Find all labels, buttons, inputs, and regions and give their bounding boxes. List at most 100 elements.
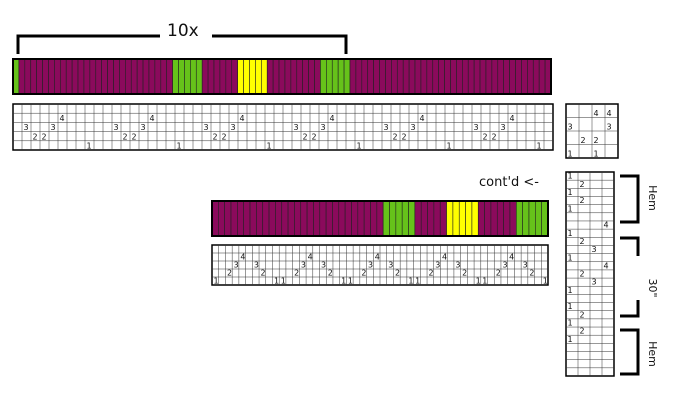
band-stitch (172, 58, 179, 95)
repeat-bracket-right (212, 34, 348, 54)
band-stitch (433, 200, 441, 237)
chart-symbol: 3 (301, 261, 306, 270)
band-stitch (160, 58, 168, 95)
band-stitch (389, 200, 397, 237)
band-stitch (313, 200, 321, 237)
chart-symbol: 2 (222, 132, 227, 141)
band-stitch (414, 200, 422, 237)
band-stitch (458, 200, 466, 237)
chart-symbol: 3 (254, 261, 259, 270)
chart-symbol: 3 (455, 261, 460, 270)
band-stitch (456, 58, 463, 95)
band-stitch (262, 200, 270, 237)
band-stitch (166, 58, 173, 95)
chart-symbol: 2 (529, 269, 534, 278)
band-stitch (213, 58, 221, 95)
band-stitch (515, 200, 523, 237)
band-stitch (219, 58, 227, 95)
chart-symbol: 3 (501, 123, 506, 132)
chart-symbol: 4 (607, 109, 612, 118)
band-stitch (338, 200, 346, 237)
band-stitch (337, 58, 345, 95)
chart-symbol: 1 (537, 142, 542, 151)
chart-symbol: 4 (60, 114, 65, 123)
band-stitch (473, 58, 481, 95)
chart-symbol: 2 (42, 132, 47, 141)
chart-symbol: 3 (523, 261, 528, 270)
band-stitch (503, 58, 510, 95)
band-stitch (77, 58, 85, 95)
chart-symbol: 1 (476, 277, 481, 286)
hem-bottom-bracket (620, 328, 640, 376)
band-stitch (237, 58, 244, 95)
chart-symbol: 4 (509, 253, 514, 262)
band-stitch (89, 58, 97, 95)
band-stitch (130, 58, 138, 95)
band-stitch (471, 200, 479, 237)
chart-symbol: 2 (303, 132, 308, 141)
band-stitch (515, 58, 522, 95)
chart-symbol: 1 (341, 277, 346, 286)
chart-symbol: 2 (261, 269, 266, 278)
band-stitch (184, 58, 191, 95)
chart-symbol: 3 (141, 123, 146, 132)
chart-symbol: 1 (568, 335, 573, 344)
band-stitch (218, 200, 225, 237)
band-stitch (497, 58, 505, 95)
band-stitch (479, 58, 487, 95)
chart-symbol: 3 (388, 261, 393, 270)
band-border (211, 200, 549, 237)
band-stitch (491, 58, 499, 95)
band-stitch (125, 58, 132, 95)
band-stitch (308, 58, 315, 95)
band-stitch (243, 58, 250, 95)
chart-symbol: 4 (150, 114, 155, 123)
band-stitch (484, 200, 492, 237)
chart-symbol: 2 (294, 269, 299, 278)
band-stitch (326, 58, 333, 95)
chart-symbol: 1 (568, 229, 573, 238)
chart-symbol: 2 (580, 237, 585, 246)
band-stitch (376, 200, 384, 237)
band-stitch (370, 200, 378, 237)
chart-symbol: 1 (348, 277, 353, 286)
chart-symbol: 2 (492, 132, 497, 141)
band-stitch (201, 58, 209, 95)
chart-symbol: 4 (420, 114, 425, 123)
band-stitch (385, 58, 392, 95)
band-stitch (290, 58, 298, 95)
band-stitch (225, 58, 233, 95)
band-stitch (83, 58, 91, 95)
band-stitch (343, 58, 351, 95)
band-stitch (432, 58, 439, 95)
band-stitch (136, 58, 144, 95)
chart-symbol: 2 (123, 132, 128, 141)
band-stitch (230, 200, 238, 237)
band-stitch (190, 58, 197, 95)
chart-symbol: 1 (568, 204, 573, 213)
chart-symbol: 3 (384, 123, 389, 132)
chart-symbol: 4 (604, 221, 609, 230)
chart-symbol: 3 (435, 261, 440, 270)
chart-symbol: 1 (87, 142, 92, 151)
band-stitch (302, 58, 309, 95)
band-stitch (408, 58, 416, 95)
band-stitch (426, 58, 434, 95)
chart-symbol: 3 (24, 123, 29, 132)
band-stitch (535, 200, 542, 237)
chart-symbol: 3 (294, 123, 299, 132)
chart-symbol: 3 (321, 123, 326, 132)
band-stitch (231, 58, 238, 95)
band-stitch (402, 58, 410, 95)
band-stitch (113, 58, 120, 95)
chart-symbol: 2 (33, 132, 38, 141)
band-stitch (452, 200, 460, 237)
chart-symbol: 3 (592, 245, 597, 254)
chart-symbol: 2 (462, 269, 467, 278)
chart-symbol: 2 (132, 132, 137, 141)
band-stitch (278, 58, 286, 95)
length-bracket (620, 236, 640, 256)
chart-symbol: 1 (447, 142, 452, 151)
